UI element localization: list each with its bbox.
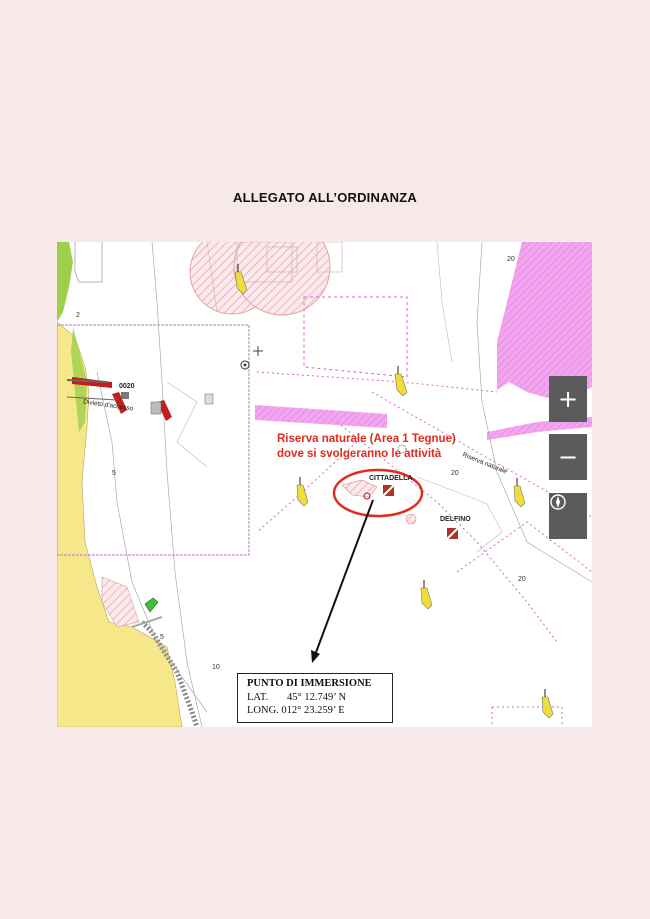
depth-label: 10 [212, 664, 220, 671]
dive-point-title: PUNTO DI IMMERSIONE [247, 678, 372, 689]
nautical-chart[interactable]: Riserva naturale (Area 1 Tegnue) dove si… [57, 242, 592, 727]
green-buoy-icon [144, 597, 159, 613]
dive-flag-icon [382, 484, 395, 497]
dive-flag-icon [446, 527, 459, 540]
red-buoy-icon [112, 392, 127, 414]
green-strip [57, 242, 73, 322]
land-area [57, 321, 183, 727]
reserve-label-line1: Riserva naturale (Area 1 Tegnue) [277, 433, 456, 445]
long-label: LONG. [247, 705, 279, 716]
yellow-buoy-icon [541, 696, 554, 719]
yellow-buoy-icon [394, 373, 408, 397]
restricted-zone-east [497, 242, 592, 402]
compass-button[interactable] [549, 493, 587, 539]
zoom-in-button[interactable]: + [549, 376, 587, 422]
long-value: 012° 23.259’ E [281, 705, 345, 716]
yellow-buoy-icon [420, 587, 433, 610]
reserve-label-line2: dove si svolgeranno le attività [277, 448, 442, 460]
lat-value: 45° 12.749’ N [287, 692, 347, 703]
depth-label: 20 [507, 256, 515, 263]
yellow-buoy-icon [296, 484, 309, 507]
place-cittadella: CITTADELLA [369, 475, 413, 482]
chart-graphics [57, 242, 592, 727]
place-delfino: DELFINO [440, 516, 471, 523]
compass-icon [550, 494, 566, 510]
dive-point-long: LONG. 012° 23.259’ E [247, 704, 392, 717]
reserve-highlight-ellipse [332, 468, 424, 518]
depth-label: 20 [518, 576, 526, 583]
place-code-0020: 0020 [119, 383, 135, 390]
dive-point-infobox: PUNTO DI IMMERSIONE LAT. 45° 12.749’ N LO… [237, 673, 393, 723]
page-title: ALLEGATO ALL’ORDINANZA [233, 190, 417, 205]
yellow-buoy-icon [234, 271, 248, 295]
depth-label: 5 [112, 470, 116, 477]
zoom-out-button[interactable]: − [549, 434, 587, 480]
depth-label: 5 [160, 634, 164, 641]
pointer-arrow [314, 499, 374, 656]
lat-label: LAT. [247, 692, 269, 703]
yellow-buoy-icon [513, 485, 526, 508]
depth-label: 2 [76, 312, 80, 319]
restricted-strip [255, 405, 387, 428]
dive-point-lat: LAT. 45° 12.749’ N [247, 691, 392, 704]
depth-label: 20 [451, 470, 459, 477]
